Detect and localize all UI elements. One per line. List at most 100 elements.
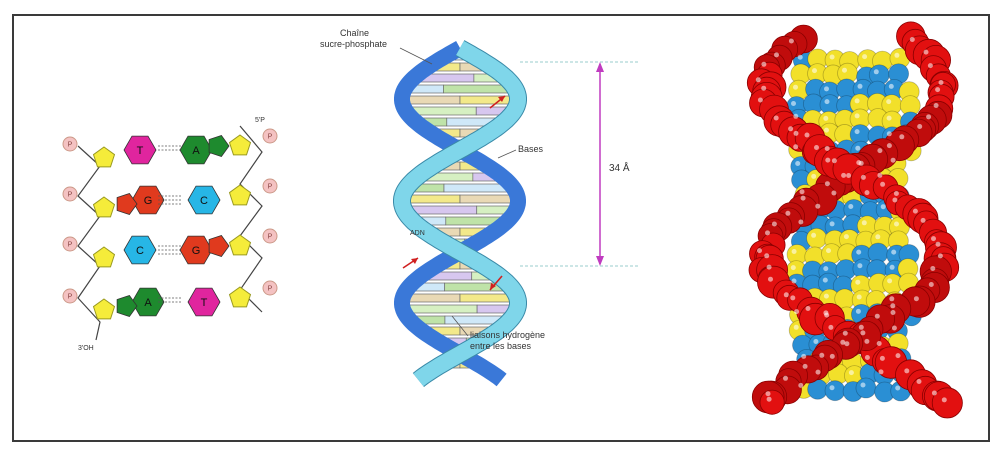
atom-highlight (798, 55, 803, 60)
atom-highlight (855, 280, 860, 285)
atom-highlight (877, 341, 882, 346)
atom-highlight (805, 133, 810, 138)
atom-highlight (824, 294, 829, 299)
atom-highlight (794, 309, 799, 314)
atom-highlight (761, 62, 766, 67)
atom-highlight (855, 129, 860, 134)
base-A: A (180, 136, 229, 164)
helix-base (402, 96, 460, 104)
atom-highlight (889, 296, 894, 301)
atom-highlight (877, 173, 882, 178)
atom-highlight (772, 222, 777, 227)
phosphate-icon: P (263, 179, 277, 193)
atom-highlight (848, 204, 853, 209)
bases-label: Bases (518, 144, 544, 154)
atom-highlight (840, 340, 845, 345)
svg-text:P: P (68, 294, 73, 301)
atom-highlight (931, 236, 936, 241)
atom-highlight (929, 282, 934, 287)
sugar-icon (94, 147, 115, 167)
atom-highlight (855, 146, 860, 151)
atom-highlight (917, 379, 922, 384)
svg-text:P: P (268, 134, 273, 141)
atom-highlight (800, 189, 805, 194)
atom-highlight (855, 98, 860, 103)
backbone-pointer (400, 48, 432, 64)
atom-highlight (887, 143, 892, 148)
atom-highlight (813, 339, 818, 344)
atom-highlight (806, 306, 811, 311)
atom-highlight (895, 386, 900, 391)
atom-highlight (793, 144, 798, 149)
atom-highlight (761, 86, 766, 91)
atom-highlight (824, 86, 829, 91)
atom-highlight (875, 234, 880, 239)
atom-highlight (803, 364, 808, 369)
hbonds-label-line2: entre les bases (470, 341, 532, 351)
atom-highlight (765, 230, 770, 235)
phosphate-icon: P (63, 237, 77, 251)
atom-highlight (793, 114, 798, 119)
atom-highlight (792, 249, 797, 254)
atom-highlight (768, 277, 773, 282)
base-A: A (117, 288, 164, 316)
phosphate-icon: P (263, 229, 277, 243)
atom-highlight (824, 313, 829, 318)
atom-highlight (856, 309, 861, 314)
phosphate-icon: P (63, 289, 77, 303)
atom-highlight (894, 53, 899, 58)
atom-highlight (879, 369, 884, 374)
pitch-arrowhead-bottom (596, 256, 604, 266)
atom-highlight (892, 326, 897, 331)
atom-highlight (891, 158, 896, 163)
atom-highlight (864, 339, 869, 344)
atom-highlight (830, 385, 835, 390)
atom-highlight (792, 279, 797, 284)
base-C: C (188, 186, 220, 214)
atom-highlight (890, 303, 895, 308)
atom-highlight (826, 248, 831, 253)
sugar-icon (230, 287, 251, 307)
base-letter-left: A (144, 297, 152, 309)
base-pairs: TAGCCGAT (117, 136, 229, 317)
atom-highlight (767, 265, 772, 270)
atom-highlight (887, 278, 892, 283)
atom-highlight (846, 173, 851, 178)
atom-highlight (877, 148, 882, 153)
sugar-icon (94, 247, 115, 267)
atom-highlight (859, 325, 864, 330)
atom-highlight (861, 383, 866, 388)
atom-highlight (874, 69, 879, 74)
atom-highlight (861, 175, 866, 180)
atom-highlight (849, 370, 854, 375)
base-T: T (124, 136, 156, 164)
atom-highlight (830, 354, 835, 359)
atom-highlight (862, 220, 867, 225)
atom-highlight (889, 84, 894, 89)
atom-highlight (794, 325, 799, 330)
atom-highlight (844, 234, 849, 239)
base-atom (807, 228, 827, 248)
atom-highlight (801, 354, 806, 359)
atom-highlight (801, 196, 806, 201)
hbonds-label-line1: liaisons hydrogène (470, 330, 545, 340)
atom-highlight (913, 209, 918, 214)
atom-highlight (814, 145, 819, 150)
atom-highlight (798, 383, 803, 388)
atom-highlight (924, 50, 929, 55)
atom-highlight (830, 221, 835, 226)
atom-highlight (830, 55, 835, 60)
backbone-label-line1: Chaîne (340, 28, 369, 38)
atom-highlight (926, 114, 931, 119)
pitch-arrowhead-top (596, 62, 604, 72)
atom-highlight (756, 77, 761, 82)
atom-highlight (825, 158, 830, 163)
atom-highlight (825, 181, 830, 186)
atom-highlight (880, 356, 885, 361)
end-label-top: 5'P (255, 117, 265, 124)
atom-highlight (936, 242, 941, 247)
atom-highlight (798, 220, 803, 225)
atom-highlight (824, 128, 829, 133)
base-T: T (188, 288, 220, 316)
base-G: G (117, 186, 164, 214)
